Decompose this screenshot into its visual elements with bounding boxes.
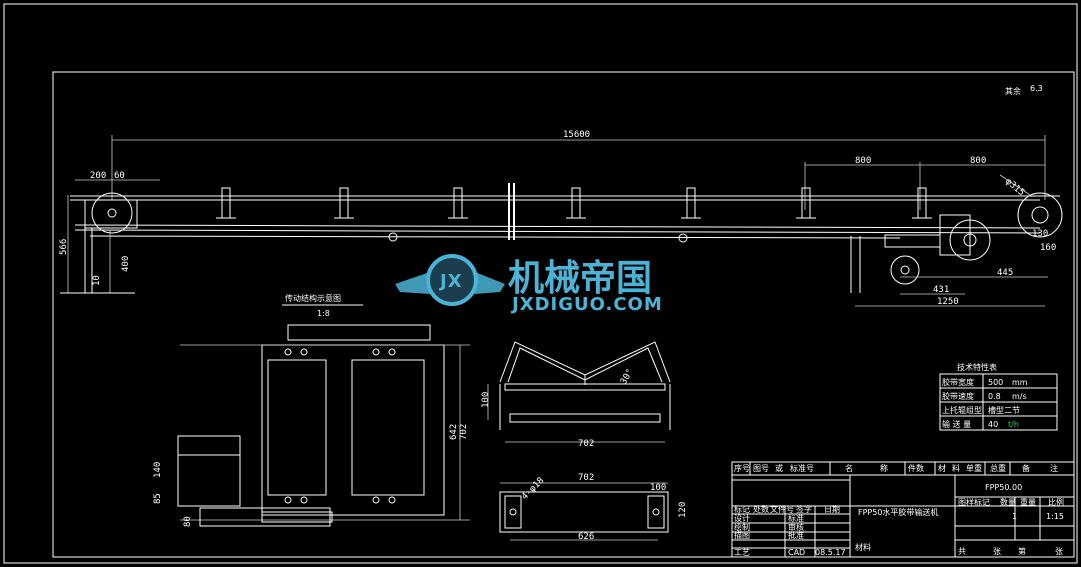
dim-800-left: 800	[855, 156, 871, 166]
base-dim-100: 100	[650, 483, 666, 493]
idler-frame-view: 100 702 30°	[481, 341, 671, 449]
tb-ratio-value: 1:15	[1046, 512, 1064, 521]
spec-value-0: 500	[988, 378, 1003, 387]
tb-h-or: 或	[775, 463, 783, 473]
roughness-value: 6.3	[1030, 84, 1043, 93]
dim-1250: 1250	[937, 297, 959, 307]
tb-sheet-total: 共	[958, 547, 966, 556]
watermark: JX 机械帝国 JXDIGUO.COM	[395, 254, 663, 315]
tb-role2-review: 审核	[788, 522, 804, 532]
idler-dim-100: 100	[481, 392, 491, 408]
tb-h-drawno: 图号	[753, 464, 769, 473]
dim-130: 130	[1032, 229, 1048, 239]
dim-200: 200	[90, 171, 106, 181]
tb-label-date: 日期	[824, 505, 840, 514]
tb-name: FPP50水平胶带输送机	[858, 507, 938, 517]
tb-r-ratio: 比例	[1048, 497, 1064, 507]
tb-code: FPP50.00	[985, 483, 1022, 492]
spec-title: 技术特性表	[957, 362, 997, 372]
tb-r-mark: 图样标记	[958, 497, 990, 507]
tb-date: 08.5.17	[815, 548, 846, 557]
tb-r-qty: 数量	[1000, 497, 1016, 507]
dim-445: 445	[997, 268, 1013, 278]
tb-label-file: 文件号	[770, 504, 794, 514]
dim-60: 60	[114, 171, 125, 181]
spec-value-1: 0.8	[988, 392, 1001, 401]
spec-unit-1: m/s	[1012, 392, 1027, 401]
dim-pulley-dia: φ315	[1003, 177, 1026, 199]
watermark-logo: JX	[438, 271, 463, 292]
watermark-en: JXDIGUO.COM	[510, 294, 663, 315]
base-dim-120: 120	[678, 502, 688, 518]
tb-role-design: 设计	[734, 513, 750, 523]
base-view: 702 4-φ18 100 120 626	[499, 473, 688, 542]
tb-role2-cad: CAD	[788, 548, 805, 557]
spec-unit-3: t/h	[1008, 420, 1019, 429]
title-block: 序号 图号 或 标准号 名 称 件数 材 料 单重 总重 备 注 FPP50.0…	[731, 461, 1075, 558]
tb-role-process: 工艺	[734, 548, 750, 557]
spec-table: 技术特性表 胶带宽度 500 mm 胶带速度 0.8 m/s 上托辊组型 槽型二…	[939, 362, 1058, 431]
spec-label-2: 上托辊组型	[942, 405, 982, 415]
dim-400: 400	[121, 256, 131, 272]
drive-dim-80: 80	[183, 516, 193, 527]
tb-role2-approve: 批准	[788, 530, 804, 540]
tb-role-draw: 绘制	[734, 522, 750, 532]
idler-dim-702: 702	[578, 439, 594, 449]
spec-label-1: 胶带速度	[942, 391, 974, 401]
tb-label-mark: 标记	[734, 504, 750, 514]
drive-title: 传动结构示意图	[285, 293, 341, 303]
tb-h-std: 标准号	[790, 463, 814, 473]
drive-dim-702: 702	[459, 424, 469, 440]
drive-structure-view: 传动结构示意图 1:8 642 702 140 85 80	[153, 293, 470, 527]
spec-label-0: 胶带宽度	[942, 377, 974, 387]
tb-h-mat1: 材	[938, 463, 946, 473]
base-dim-626: 626	[578, 532, 594, 542]
tb-r-wt: 重量	[1020, 497, 1036, 507]
dim-160: 160	[1040, 243, 1056, 253]
base-dim-holes: 4-φ18	[520, 476, 546, 502]
drive-dim-642: 642	[449, 424, 459, 440]
tb-h-note1: 备	[1022, 463, 1030, 473]
tb-h-seq: 序号	[734, 463, 750, 473]
dim-800-right: 800	[970, 156, 986, 166]
roughness-note: 其余	[1005, 86, 1021, 96]
tb-qty-value: 1	[1012, 512, 1017, 521]
inner-frame	[52, 71, 1075, 558]
drive-scale: 1:8	[317, 309, 330, 318]
tb-h-mat2: 料	[952, 463, 960, 473]
drive-dim-85: 85	[153, 493, 163, 504]
tb-h-totalwt: 总重	[990, 463, 1006, 473]
dim-total-length: 15600	[563, 130, 590, 140]
outer-border	[3, 3, 1078, 564]
tb-h-note2: 注	[1050, 463, 1058, 473]
tb-sheet-unit1: 张	[993, 547, 1001, 556]
spec-unit-0: mm	[1012, 378, 1028, 387]
tb-role-trace: 描图	[734, 530, 750, 540]
tb-sheet-unit2: 张	[1055, 547, 1063, 556]
tb-sheet-no: 第	[1018, 546, 1026, 556]
tb-material: 材料	[855, 542, 871, 552]
tb-h-name1: 名	[845, 463, 853, 473]
spec-value-2: 槽型二节	[988, 405, 1020, 415]
tb-h-qty: 件数	[908, 463, 924, 473]
dim-10: 10	[92, 275, 102, 286]
tb-label-count: 处数	[753, 504, 769, 514]
spec-value-3: 40	[988, 420, 998, 429]
tb-h-unitwt: 单重	[966, 463, 982, 473]
dim-431: 431	[933, 285, 949, 295]
base-dim-702: 702	[578, 473, 594, 483]
dim-566: 566	[59, 239, 69, 255]
tb-role2-std: 标准	[788, 513, 804, 523]
tb-label-sign: 签字	[796, 504, 812, 514]
spec-label-3: 输 送 量	[942, 419, 971, 429]
watermark-cn: 机械帝国	[508, 258, 652, 299]
tb-h-name2: 称	[880, 463, 888, 473]
drive-dim-140: 140	[153, 462, 163, 478]
